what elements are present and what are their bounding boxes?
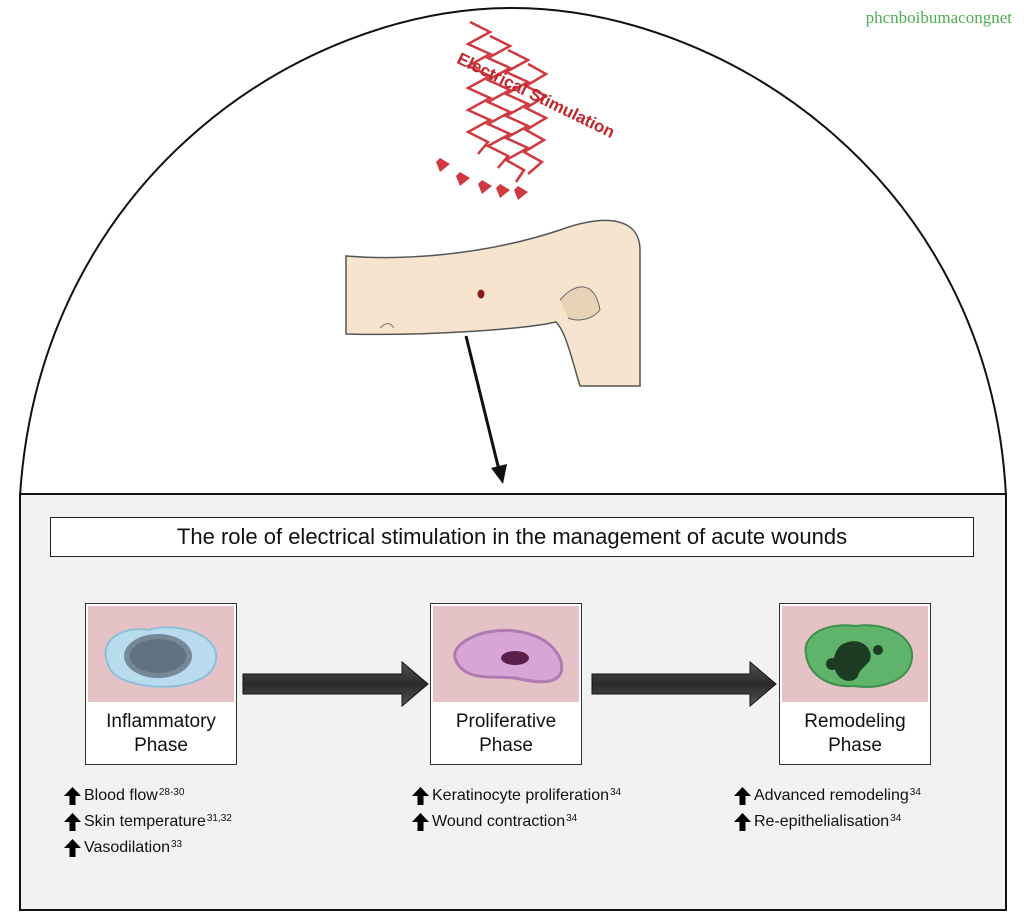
up-arrow-icon <box>734 787 751 805</box>
up-arrow-icon <box>64 787 81 805</box>
effect-ref: 33 <box>170 838 183 850</box>
phase-label-inflammatory: Inflammatory Phase <box>86 710 236 758</box>
flow-arrow-2 <box>591 660 777 708</box>
effect-ref: 34 <box>890 812 902 824</box>
up-arrow-icon <box>64 839 81 857</box>
dome-outline <box>19 6 1007 497</box>
phase-label-proliferative: Proliferative Phase <box>431 710 581 758</box>
flow-arrow-1 <box>242 660 429 708</box>
stimulation-arrowheads <box>436 158 528 200</box>
phase-label-remodeling: Remodeling Phase <box>780 710 930 758</box>
phase-card-proliferative: Proliferative Phase <box>430 603 582 765</box>
phase-name-line1: Proliferative <box>455 711 557 732</box>
diagram-title: The role of electrical stimulation in th… <box>50 517 974 557</box>
effect-ref: 31,32 <box>206 812 232 824</box>
phase-name-line1: Inflammatory <box>106 711 216 732</box>
effect-text: Vasodilation <box>84 839 170 856</box>
up-arrow-icon <box>734 813 751 831</box>
effect-text: Advanced remodeling <box>754 787 909 804</box>
effect-ref: 34 <box>909 786 921 798</box>
effect-text: Wound contraction <box>432 813 566 830</box>
effect-ref: 34 <box>609 786 622 798</box>
title-text: The role of electrical stimulation in th… <box>176 524 848 549</box>
electrical-stimulation-icon <box>465 20 549 183</box>
pointer-arrow <box>464 335 507 484</box>
effect-ref: 34 <box>566 812 578 824</box>
effect-text: Keratinocyte proliferation <box>432 787 609 804</box>
up-arrow-icon <box>64 813 81 831</box>
up-arrow-icon <box>412 813 429 831</box>
arm-illustration <box>345 219 641 387</box>
phase-name-line2: Phase <box>134 735 188 756</box>
effect-text: Blood flow <box>84 787 158 804</box>
up-arrow-icon <box>412 787 429 805</box>
phase-card-inflammatory: Inflammatory Phase <box>85 603 237 765</box>
proliferative-cell-image <box>433 606 579 702</box>
effect-ref: 28-30 <box>158 786 185 798</box>
wound-spot <box>477 289 485 299</box>
watermark: phcnboibumacongnet <box>865 8 1012 27</box>
phase-name-line2: Phase <box>479 735 533 756</box>
phase-card-remodeling: Remodeling Phase <box>779 603 931 765</box>
effect-text: Re-epithelialisation <box>754 813 890 830</box>
remodeling-cell-image <box>782 606 928 702</box>
phase-name-line1: Remodeling <box>804 711 906 732</box>
effect-text: Skin temperature <box>84 813 206 830</box>
phase-name-line2: Phase <box>828 735 882 756</box>
inflammatory-cell-image <box>88 606 234 702</box>
